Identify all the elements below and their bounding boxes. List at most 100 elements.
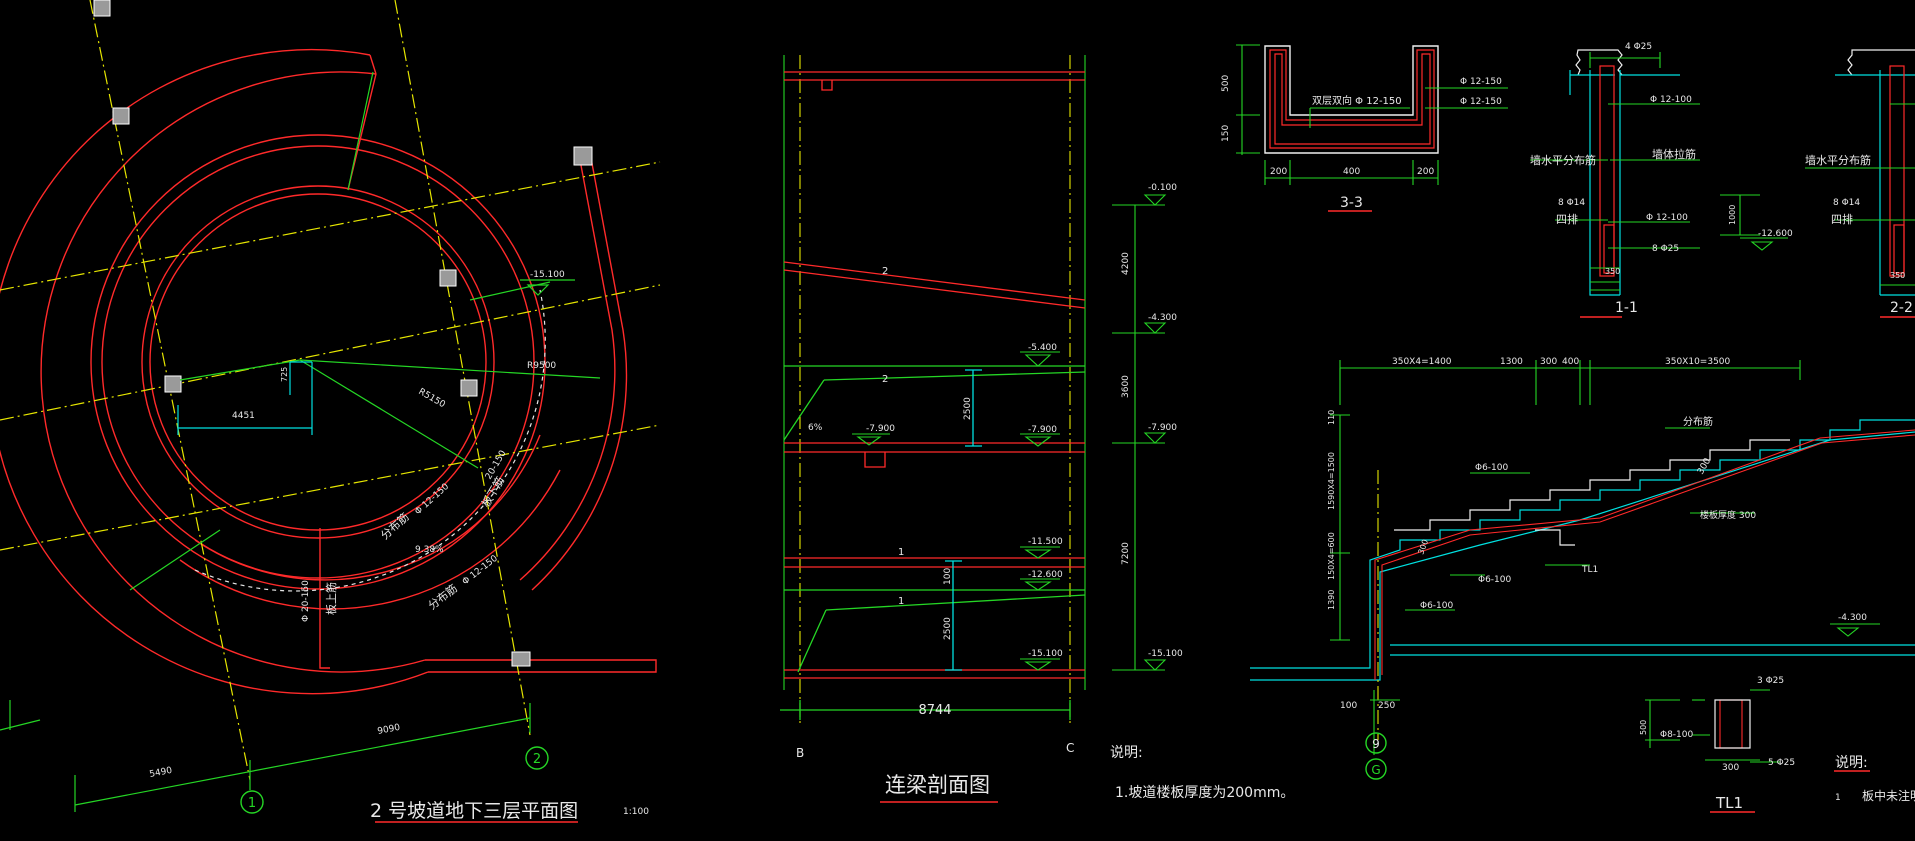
plan-elev-marker — [520, 279, 575, 296]
stair-dim-top-4: 350X10=3500 — [1665, 357, 1731, 367]
elev-0: -0.100 — [1148, 183, 1177, 193]
elev-3: -7.900 — [1028, 425, 1057, 435]
height-2: 7200 — [1121, 542, 1131, 565]
sec11-wall-horiz: 墙水平分布筋 — [1530, 153, 1596, 167]
stair-dim-100: 100 — [1340, 701, 1357, 711]
sec33-dim-500: 500 — [1221, 75, 1231, 92]
sec22-title: 2-2 — [1890, 300, 1913, 316]
stair-dim-top-2: 300 — [1540, 357, 1557, 367]
sec22-four-row: 四排 — [1831, 212, 1853, 226]
section-texts: B C 8744 连梁剖面图 2 2 1 1 6% -7.900 2500 10… — [796, 183, 1294, 801]
sec22-texts: 墙水平分布筋 8 Φ14 四排 350 2-2 — [1805, 153, 1913, 316]
sec33-note-r1: Φ 12-150 — [1460, 77, 1502, 87]
height-1: 3600 — [1121, 375, 1131, 398]
plan-grid-bubbles — [240, 746, 549, 814]
stair-section — [1250, 360, 1915, 813]
column-markers — [93, 0, 593, 667]
slope-6: 6% — [808, 423, 823, 433]
radius-inner: R5150 — [417, 387, 447, 410]
sec33-dim-b0: 200 — [1270, 167, 1287, 177]
dim-right: 9090 — [377, 723, 402, 737]
sec11-elev: -12.600 — [1758, 229, 1793, 239]
stair-tl1: TL1 — [1581, 565, 1598, 575]
sec33-dim-150: 150 — [1221, 125, 1231, 142]
sec22-wall-horiz: 墙水平分布筋 — [1805, 153, 1871, 167]
note-dist-2: 分布筋 — [425, 581, 460, 612]
stair-elev: -4.300 — [1838, 613, 1867, 623]
section-edge-lines — [783, 55, 1086, 690]
section-axes — [799, 55, 1071, 725]
stair-dim-top-0: 350X4=1400 — [1392, 357, 1452, 367]
elev-markers — [852, 351, 1060, 671]
beam-section-view — [780, 55, 1167, 803]
tl1-top-bar: 3 Φ25 — [1757, 676, 1784, 686]
note2-title: 说明: — [1835, 755, 1868, 771]
stair-dim-left-2: 1390 — [1327, 590, 1336, 610]
plan-texts: 1 2 2 号坡道地下三层平面图 1:100 5490 9090 4451 72… — [149, 270, 650, 822]
stair-300-b: 300 — [1416, 538, 1430, 555]
label-2a: 2 — [882, 266, 888, 277]
grid-2-label: 2 — [533, 752, 541, 767]
sec11-bar-8-14: 8 Φ14 — [1558, 198, 1585, 208]
sec22-width: 350 — [1890, 271, 1905, 280]
sec22-bar-8-14: 8 Φ14 — [1833, 198, 1860, 208]
sec33-note-double: 双层双向 Φ 12-150 — [1312, 94, 1402, 107]
sec11-dim-1000: 1000 — [1728, 205, 1737, 225]
stair-note-dist: 分布筋 — [1683, 415, 1713, 428]
sec11-four-row: 四排 — [1556, 212, 1578, 226]
dim-left: 5490 — [149, 766, 174, 780]
section-slabs — [783, 71, 1086, 679]
radius-outer: R9500 — [527, 361, 556, 371]
note2-item-num: 1 — [1835, 793, 1841, 803]
elev-4: -11.500 — [1028, 537, 1063, 547]
sec11-wall-tie: 墙体拉筋 — [1652, 147, 1696, 161]
stair-dim-left-0: 1590X4=1500 — [1327, 452, 1336, 510]
section-ramps — [780, 365, 1086, 720]
sec11-width: 350 — [1605, 267, 1620, 276]
section-1-1 — [1530, 49, 1788, 318]
sec11-12-100: Φ 12-100 — [1650, 95, 1692, 105]
elev-1: -4.300 — [1148, 313, 1177, 323]
grid-9-label: 9 — [1372, 737, 1380, 751]
note-slab-top: 板上筋 — [324, 582, 338, 615]
note-rebar-1: Φ 12-150 — [413, 482, 451, 518]
stair-note-slab: 楼板厚度 300 — [1700, 509, 1756, 521]
stair-note-phi1: Φ6-100 — [1475, 463, 1509, 473]
label-1b: 1 — [898, 596, 904, 607]
stair-grid-bubbles — [1365, 732, 1387, 780]
elev-5: -12.600 — [1028, 570, 1063, 580]
ramp-walls — [0, 48, 657, 695]
grid-g-label: G — [1371, 763, 1380, 777]
dim-100: 100 — [943, 568, 953, 585]
center-dimension — [177, 361, 313, 435]
dim-2500a: 2500 — [963, 397, 973, 420]
sec33-note-r2: Φ 12-150 — [1460, 97, 1502, 107]
stair-dim-top-small: 110 — [1327, 410, 1336, 425]
sec11-top-bar: 4 Φ25 — [1625, 42, 1652, 52]
elev-6: -15.100 — [1028, 649, 1063, 659]
note2-texts: 说明: 1 板中未注明 — [1835, 755, 1915, 803]
grid-bubble-g — [1365, 758, 1387, 780]
tl1-width: 300 — [1722, 763, 1739, 773]
sec11-texts: 4 Φ25 Φ 12-100 墙水平分布筋 墙体拉筋 8 Φ14 四排 Φ 12… — [1530, 42, 1793, 316]
elevation-column — [1112, 194, 1167, 671]
stair-dim-top-3: 400 — [1562, 357, 1579, 367]
note-20-150b: Φ 20-150 — [301, 580, 311, 622]
tl1-texts: 3 Φ25 Φ8-100 5 Φ25 500 300 TL1 — [1639, 676, 1795, 812]
tl1-bot-bar: 5 Φ25 — [1768, 758, 1795, 768]
section-heights — [945, 369, 982, 671]
sec11-title: 1-1 — [1615, 300, 1638, 316]
grid-1-label: 1 — [248, 796, 256, 811]
dim-center: 4451 — [232, 411, 255, 421]
plan-elev: -15.100 — [530, 270, 565, 280]
elev-6b: -15.100 — [1148, 649, 1183, 659]
plan-title: 2 号坡道地下三层平面图 — [370, 800, 578, 822]
sec33-title: 3-3 — [1340, 195, 1363, 211]
stair-texts: 350X4=1400 1300 300 400 350X10=3500 1590… — [1327, 357, 1867, 777]
tl1-stirrup: Φ8-100 — [1660, 730, 1694, 740]
note2-item-text: 板中未注明 — [1862, 788, 1915, 803]
height-0: 4200 — [1121, 252, 1131, 275]
note-title: 说明: — [1110, 745, 1143, 761]
ramp-center-line — [194, 289, 546, 592]
